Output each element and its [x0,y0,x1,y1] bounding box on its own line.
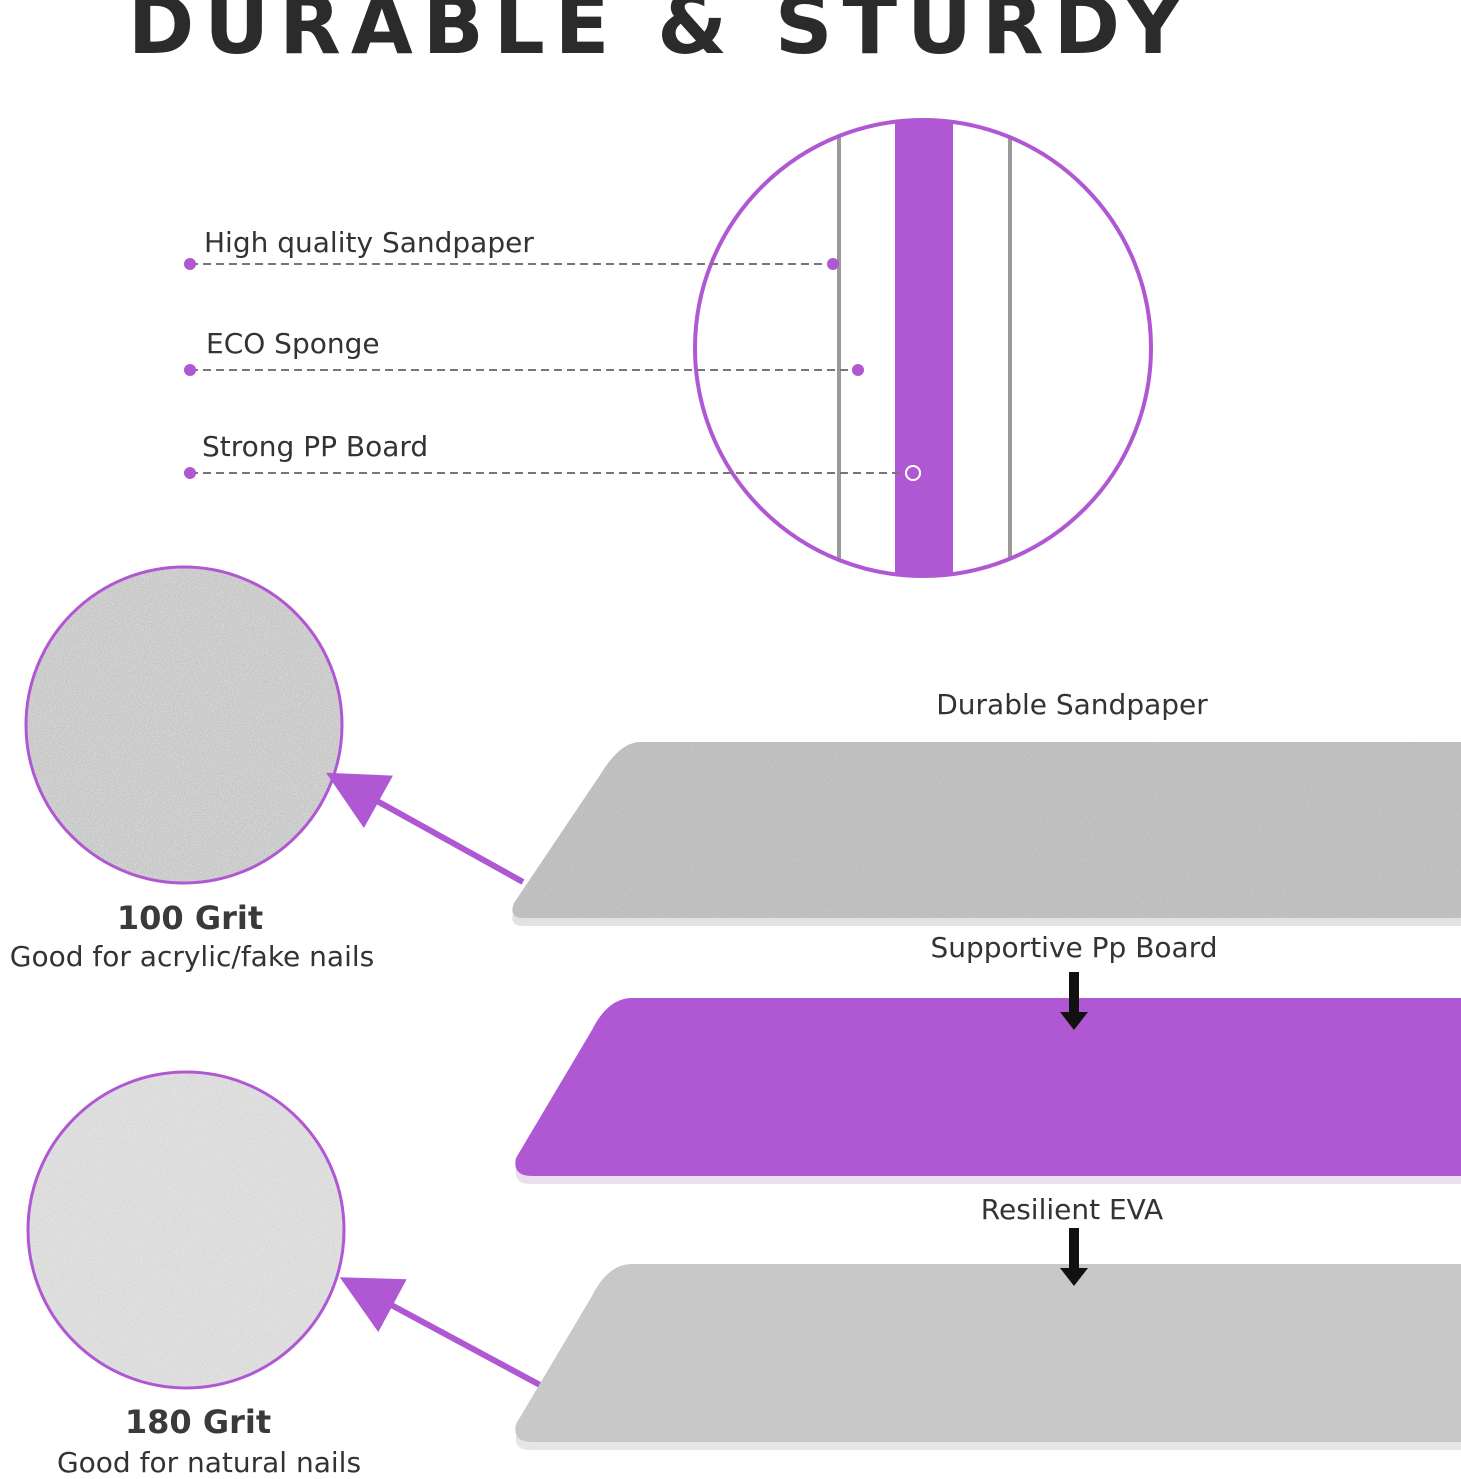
grit-180-desc: Good for natural nails [56,1446,362,1479]
page-title: DURABLE & STURDY [127,0,1193,72]
cross-section-circle [693,118,1153,578]
grit-100-title: 100 Grit [116,899,264,937]
grit-180-swatch [26,1070,346,1390]
callout-label-sponge: ECO Sponge [206,327,380,360]
arrow-to-100-grit [326,772,525,885]
grit-180-title: 180 Grit [124,1403,272,1441]
layer-label-sandpaper: Durable Sandpaper [936,688,1208,721]
sandpaper-layer [512,742,1461,926]
down-arrow-1 [1060,972,1088,1030]
pp-board-layer [515,998,1461,1184]
callout-label-pp-board: Strong PP Board [202,430,429,463]
arrow-to-180-grit [339,1277,542,1388]
layer-label-pp-board: Supportive Pp Board [930,931,1218,964]
pp-board-marker [905,465,921,481]
grit-100-desc: Good for acrylic/fake nails [9,940,375,973]
down-arrow-2 [1060,1228,1088,1286]
eva-layer [515,1264,1461,1450]
grit-100-swatch [24,565,344,885]
layer-label-eva: Resilient EVA [980,1193,1164,1226]
callout-label-sandpaper: High quality Sandpaper [204,226,534,259]
